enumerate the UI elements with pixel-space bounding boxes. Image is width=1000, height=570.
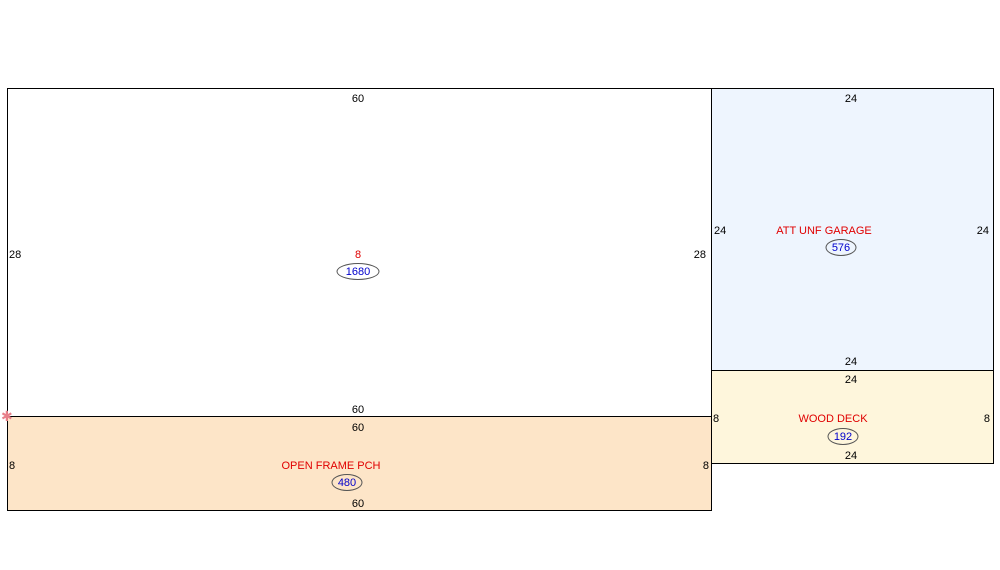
garage-area-value: 576	[825, 239, 857, 256]
porch-name: OPEN FRAME PCH	[281, 460, 381, 472]
garage-name: ATT UNF GARAGE	[776, 225, 872, 237]
deck-left-dimension: 8	[713, 413, 720, 425]
main-living-area[interactable]	[7, 88, 712, 417]
porch-left-dimension: 8	[9, 460, 16, 472]
deck-name: WOOD DECK	[798, 413, 868, 425]
deck-area-value: 192	[827, 428, 859, 445]
deck-area[interactable]	[711, 370, 994, 464]
deck-top-dimension: 24	[844, 374, 858, 386]
porch-area-value: 480	[331, 474, 363, 491]
main-top-dimension: 60	[351, 93, 365, 105]
porch-top-dimension: 60	[351, 422, 365, 434]
main-area-value: 1680	[336, 263, 380, 280]
porch-right-dimension: 8	[702, 460, 709, 472]
garage-right-dimension: 24	[976, 225, 989, 237]
main-right-dimension: 28	[693, 249, 706, 261]
garage-top-dimension: 24	[844, 93, 858, 105]
deck-bottom-dimension: 24	[844, 450, 858, 462]
garage-left-dimension: 24	[714, 225, 727, 237]
deck-right-dimension: 8	[983, 413, 990, 425]
main-left-dimension: 28	[9, 249, 22, 261]
garage-bottom-dimension: 24	[844, 356, 858, 368]
porch-area[interactable]	[7, 416, 712, 511]
start-point-marker-icon: ✱	[1, 408, 13, 424]
main-bottom-dimension: 60	[351, 404, 365, 416]
porch-bottom-dimension: 60	[351, 498, 365, 510]
main-label: 8	[354, 249, 362, 261]
